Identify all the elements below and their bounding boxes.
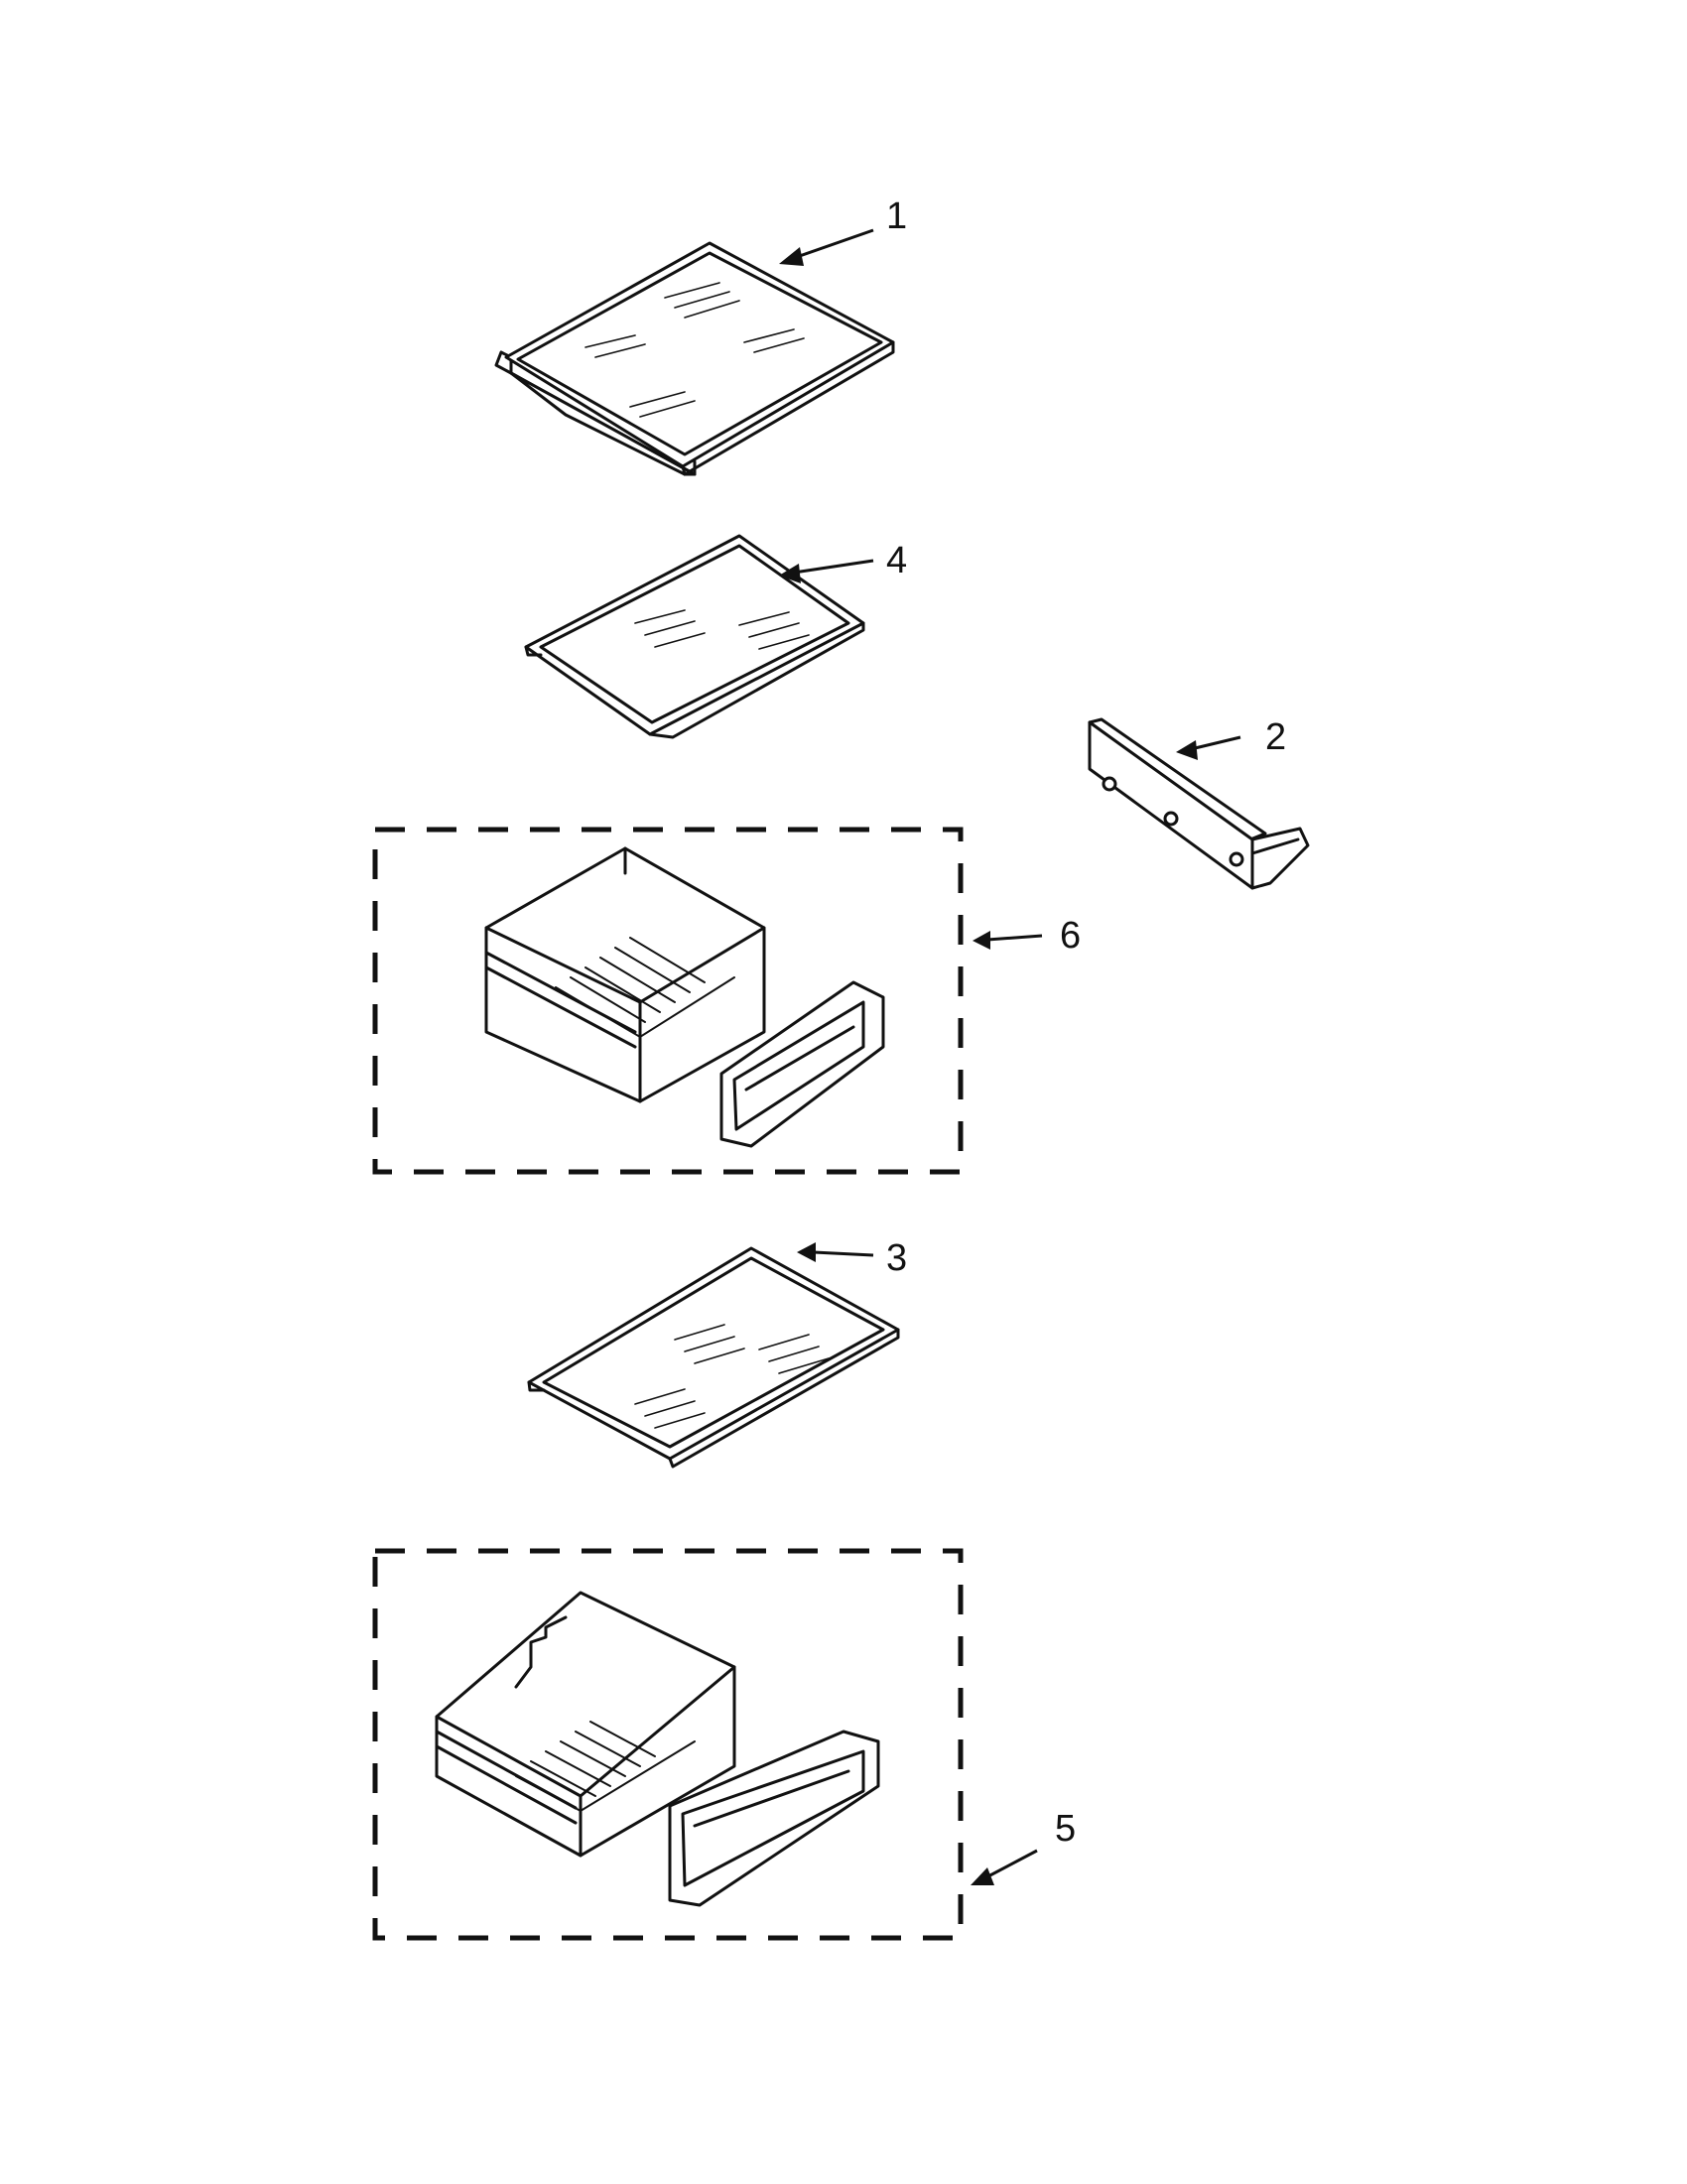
part-6-crisper-assembly[interactable] <box>372 827 964 1175</box>
part-1-shelf-assembly[interactable] <box>494 241 895 476</box>
callout-label-4: 4 <box>886 540 907 581</box>
callout-arrow-2 <box>1176 735 1241 760</box>
glass-shine-icon <box>634 609 810 650</box>
callout-arrow-6 <box>973 931 1043 950</box>
crisper-drawer-icon <box>484 846 766 1103</box>
glass-shine-icon <box>634 1324 830 1429</box>
part-4-glass-shelf[interactable] <box>524 534 865 739</box>
callout-label-3: 3 <box>886 1237 907 1279</box>
callout-arrow-3 <box>797 1242 874 1262</box>
drawer-front-icon <box>719 980 885 1148</box>
callout-arrow-4 <box>779 559 874 583</box>
part-2-shelf-rail[interactable] <box>1088 717 1310 890</box>
callout-label-5: 5 <box>1055 1808 1076 1850</box>
part-3-glass-shelf[interactable] <box>527 1246 900 1469</box>
callout-label-6: 6 <box>1060 915 1081 957</box>
callout-label-1: 1 <box>886 195 907 237</box>
drawer-front-icon <box>668 1730 880 1907</box>
crisper-drawer-icon <box>435 1591 736 1858</box>
callout-arrow-1 <box>779 228 874 266</box>
part-5-crisper-assembly[interactable] <box>372 1548 964 1941</box>
callout-arrow-5 <box>971 1849 1038 1885</box>
callout-label-2: 2 <box>1265 716 1286 758</box>
glass-shine-icon <box>584 282 805 418</box>
